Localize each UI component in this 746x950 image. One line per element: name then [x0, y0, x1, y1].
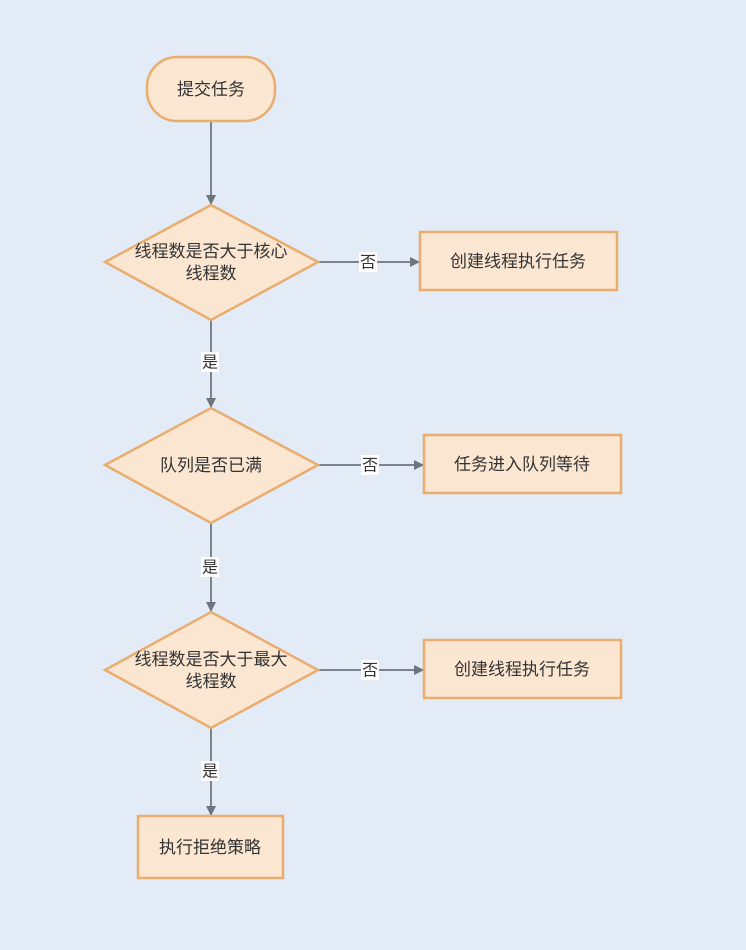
action1-label: 创建线程执行任务 [450, 252, 586, 272]
decision2-label: 队列是否已满 [160, 456, 262, 476]
decision1-node [102, 203, 321, 322]
action1-node [418, 230, 619, 292]
end-node-label: 执行拒绝策略 [159, 838, 261, 858]
action3-label: 创建线程执行任务 [454, 660, 590, 680]
action3-node [422, 638, 623, 700]
edge-label-no: 否 [362, 456, 378, 475]
decision3-label-line1: 线程数是否大于最大 [135, 650, 288, 670]
action2-label: 任务进入队列等待 [454, 455, 590, 475]
edge-label-no: 否 [362, 661, 378, 680]
edge-label-yes: 是 [202, 762, 218, 781]
decision2-node [102, 406, 321, 525]
start-node-label: 提交任务 [177, 80, 245, 100]
edge-label-no: 否 [360, 253, 376, 272]
edge-label-yes: 是 [202, 558, 218, 577]
end-node [136, 814, 285, 880]
action2-node [422, 433, 623, 495]
edge-label-yes: 是 [202, 353, 218, 372]
decision1-label-line2: 线程数 [186, 264, 237, 284]
decision3-node [102, 610, 321, 730]
start-node [145, 55, 277, 123]
decision1-label-line1: 线程数是否大于核心 [135, 242, 288, 262]
decision3-label-line2: 线程数 [186, 672, 237, 692]
